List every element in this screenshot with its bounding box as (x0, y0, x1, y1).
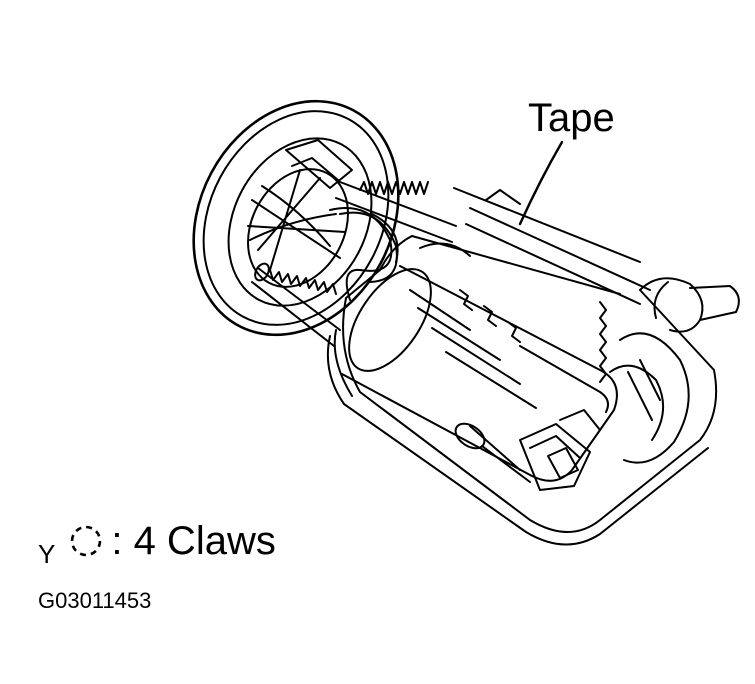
pump-motor (341, 242, 618, 483)
legend-y-label: Y (38, 538, 56, 569)
tape-leader-line (518, 140, 564, 226)
figure-code: G03011453 (38, 588, 152, 613)
fuel-tube (465, 189, 740, 333)
wire-harness (329, 207, 399, 301)
legend-claws-text: : 4 Claws (111, 518, 276, 563)
sender-gauge (599, 301, 690, 464)
pump-canister (326, 187, 718, 546)
dashed-circle-claw-icon (71, 525, 102, 557)
flange-plate (192, 99, 400, 337)
tape-label: Tape (528, 96, 615, 140)
electrical-connector (519, 409, 601, 491)
threaded-rods (251, 181, 457, 347)
claws-legend: Y : 4 Claws (38, 516, 276, 569)
